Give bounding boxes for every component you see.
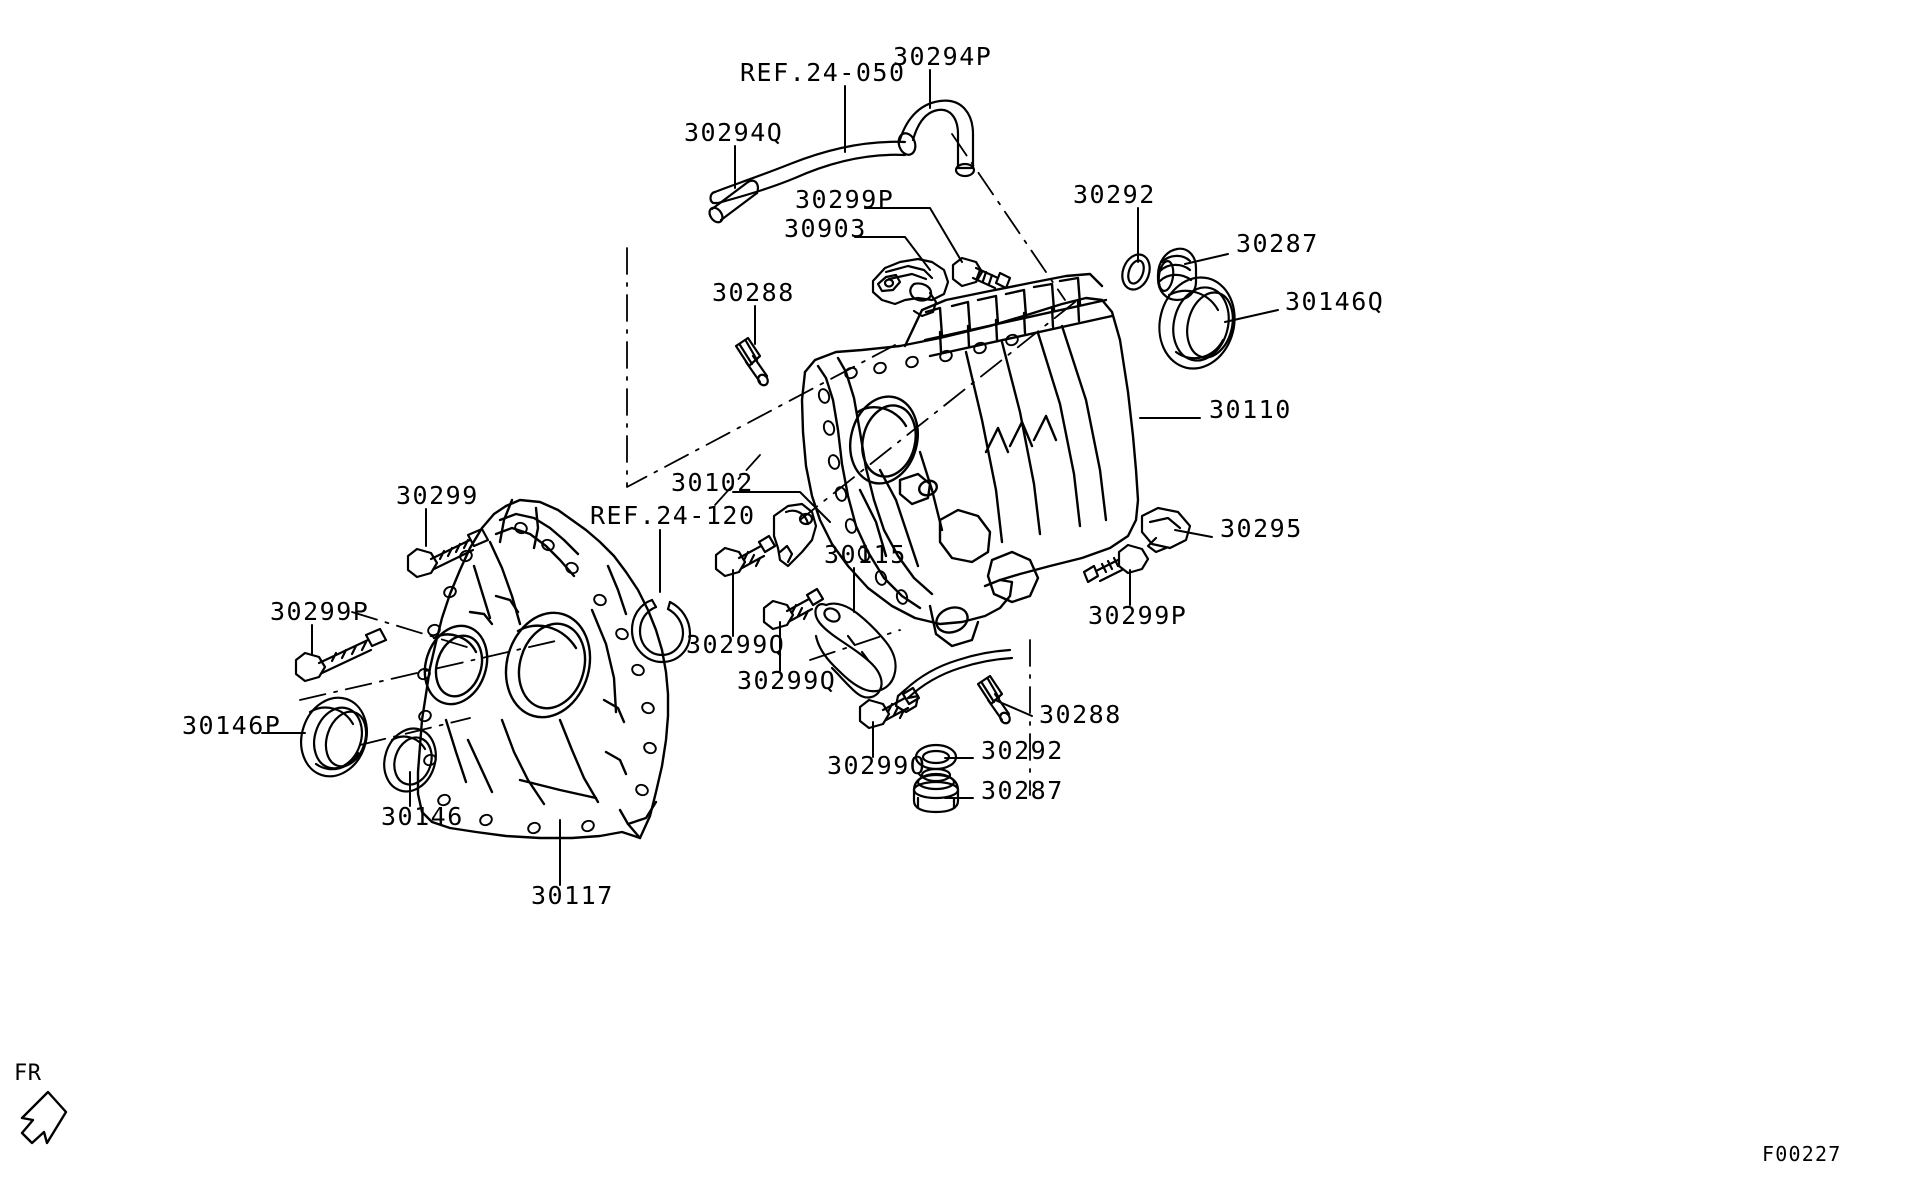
plug-30287-top	[1156, 247, 1198, 302]
callout-30146q: 30146Q	[1285, 287, 1385, 316]
assembly-axis-lines	[299, 133, 1076, 796]
callout-30299p-right: 30299P	[1088, 601, 1188, 630]
callout-30299-left: 30299	[396, 481, 479, 510]
bolt-30299q-2	[762, 587, 825, 631]
callout-30294p: 30294P	[893, 42, 993, 71]
callout-30299p-mid: 30299P	[270, 597, 370, 626]
bracket-30903	[871, 257, 950, 318]
bolt-30299-left	[406, 527, 490, 579]
bolt-30299p-right	[1082, 543, 1150, 584]
bolt-30299p-top	[951, 256, 1012, 290]
callout-30294q: 30294Q	[684, 118, 784, 147]
oring-30292-top	[1121, 253, 1151, 291]
callout-30288-bot: 30288	[1039, 700, 1122, 729]
stud-30288-bot	[976, 674, 1011, 725]
oilseal-30146p	[300, 696, 368, 778]
fr-arrow	[20, 1090, 68, 1145]
bolt-30299q-3	[858, 686, 921, 730]
transfer-case-30110	[800, 272, 1140, 648]
callout-30115: 30115	[824, 540, 907, 569]
bolt-30299q-1	[714, 534, 777, 578]
drawing-code-label: F00227	[1762, 1142, 1842, 1166]
case-30117	[416, 498, 670, 840]
pin-30294q	[708, 179, 759, 224]
plug-30287-bot	[912, 767, 960, 814]
oilseal-30146q	[1158, 276, 1236, 370]
callout-30287-bot: 30287	[981, 776, 1064, 805]
callout-30292-top: 30292	[1073, 180, 1156, 209]
callout-30102: 30102	[671, 468, 754, 497]
callout-30299p-top: 30299P	[795, 185, 895, 214]
leader-lines	[261, 69, 1279, 886]
callout-30299q-3: 30299Q	[827, 751, 927, 780]
oilseal-30146	[383, 727, 437, 793]
callout-30110: 30110	[1209, 395, 1292, 424]
ref-label-24-120: REF.24-120	[590, 501, 756, 530]
front-direction-label: FR	[14, 1061, 42, 1086]
breather-pipe	[894, 648, 1014, 714]
tab-30295	[1140, 506, 1192, 554]
bolt-30299p-mid	[294, 627, 388, 683]
callout-30288-top: 30288	[712, 278, 795, 307]
callout-30292-bot: 30292	[981, 736, 1064, 765]
callout-30295: 30295	[1220, 514, 1303, 543]
callout-30903: 30903	[784, 214, 867, 243]
ref-label-24-050: REF.24-050	[740, 58, 906, 87]
callout-30287-top: 30287	[1236, 229, 1319, 258]
shoe-30102	[772, 502, 818, 568]
stud-30288-top	[734, 336, 769, 387]
callout-30117: 30117	[531, 881, 614, 910]
snapring-ref-24-120	[630, 598, 692, 664]
control-rod-30115	[814, 602, 897, 699]
callout-30299q-2: 30299Q	[737, 666, 837, 695]
callout-30146: 30146	[381, 802, 464, 831]
callout-30299q-1: 30299Q	[686, 630, 786, 659]
hose-ref-24-050	[709, 99, 976, 205]
callout-30146p: 30146P	[182, 711, 282, 740]
